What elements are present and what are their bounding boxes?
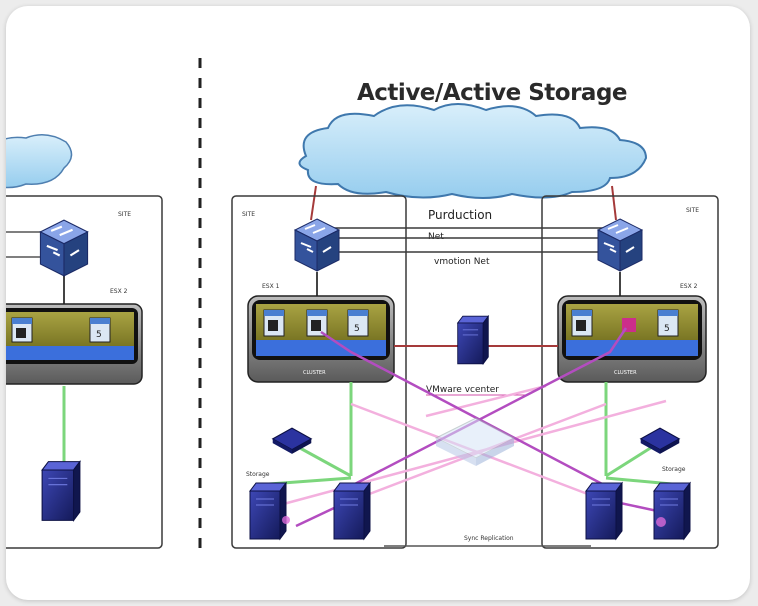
esx-label-right: ESX 2: [680, 283, 698, 290]
site-box-right: [541, 195, 719, 549]
storage-fabric-icon: [434, 417, 516, 466]
vm-icon: [11, 317, 33, 343]
production-net-label: Purduction: [428, 208, 492, 222]
cluster-label-right: CLUSTER: [614, 370, 637, 376]
vm-icon: 5: [347, 309, 369, 337]
storage-server-icon: [333, 482, 371, 540]
cluster-label-left: CLUSTER: [303, 370, 326, 376]
host-bar-partial: [6, 346, 134, 360]
cloud-left: [6, 134, 73, 189]
storage-label-right: Storage: [662, 466, 686, 473]
network-switch-icon: [596, 217, 644, 273]
host-bar-left: [256, 340, 386, 356]
host-bar-right: [566, 340, 698, 356]
site-label-right: SITE: [686, 207, 699, 214]
cluster-left: 5 CLUSTER: [247, 295, 395, 383]
vmotion-net-label: vmotion Net: [434, 257, 490, 267]
esx-label-partial: ESX 2: [110, 288, 128, 295]
image-card: SITE ESX 2 5 CLUSTER Active/Active Stora…: [6, 6, 750, 600]
svg-text:5: 5: [354, 324, 360, 334]
site-label-partial: SITE: [118, 211, 131, 218]
server-icon: [41, 461, 81, 521]
vcenter-label: VMware vcenter: [426, 385, 499, 395]
active-active-storage-diagram: SITE ESX 2 5 CLUSTER Active/Active Stora…: [6, 58, 719, 554]
cluster-right: 5 CLUSTER: [557, 295, 707, 383]
vm-icon: [306, 309, 328, 337]
vm-icon: [263, 309, 285, 337]
vcenter-server-icon: [457, 315, 489, 365]
svg-text:5: 5: [96, 330, 102, 340]
production-net-sub-label: Net: [428, 232, 444, 242]
site-box-left: [231, 195, 407, 549]
storage-server-icon: [653, 482, 691, 540]
vm-icon: [571, 309, 593, 337]
esx-label-left: ESX 1: [262, 283, 280, 290]
sync-replication-label: Sync Replication: [464, 535, 514, 542]
vm-icon: 5: [89, 317, 111, 343]
svg-text:5: 5: [664, 324, 670, 334]
network-switch-icon: [39, 219, 89, 277]
diagram-title: Active/Active Storage: [357, 80, 627, 106]
network-cloud: [298, 103, 648, 199]
storage-server-icon: [585, 482, 623, 540]
network-switch-icon: [293, 217, 341, 273]
left-partial-site: SITE ESX 2 5 CLUSTER: [6, 134, 163, 549]
cluster-label-partial: CLUSTER: [60, 389, 83, 395]
site-box-left-partial: [6, 195, 163, 549]
site-label-left: SITE: [242, 211, 255, 218]
vm-icon: 5: [657, 309, 679, 337]
storage-label-left: Storage: [246, 471, 270, 478]
storage-server-icon: [249, 482, 287, 540]
